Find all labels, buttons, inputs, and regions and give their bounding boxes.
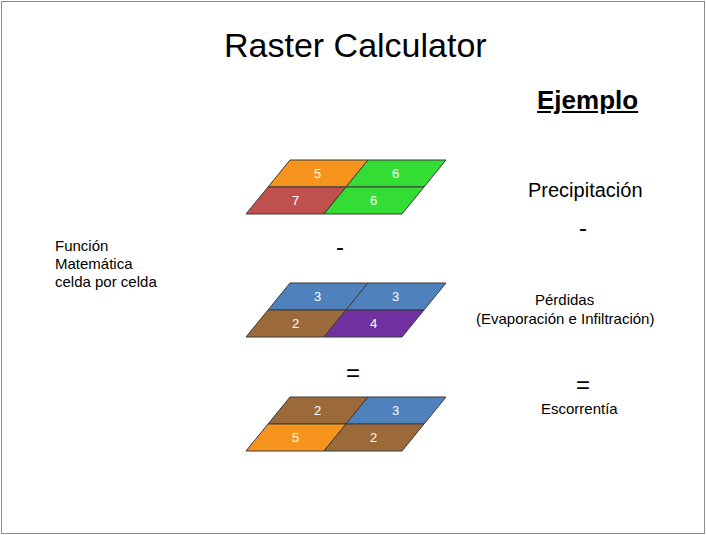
cell-fill bbox=[346, 283, 446, 310]
cell-value: 7 bbox=[292, 194, 299, 207]
cell-value: 6 bbox=[370, 194, 377, 207]
losses-cell: 3 bbox=[346, 283, 446, 310]
slide-title: Raster Calculator bbox=[224, 25, 487, 66]
cell-fill bbox=[324, 310, 424, 337]
cell-value: 2 bbox=[292, 317, 299, 330]
minus-sign: - bbox=[336, 233, 344, 262]
equals-sign: = bbox=[346, 359, 360, 388]
runoff-cell: 2 bbox=[324, 424, 424, 451]
cell-value: 2 bbox=[314, 404, 321, 417]
cell-fill bbox=[346, 160, 446, 187]
equals-sign: = bbox=[576, 371, 590, 400]
precipitation-label: Precipitación bbox=[528, 178, 643, 202]
cell-fill bbox=[324, 187, 424, 214]
losses-detail: (Evaporación e Infiltración) bbox=[476, 310, 654, 328]
example-heading: Ejemplo bbox=[537, 85, 638, 116]
minus-sign: - bbox=[579, 214, 587, 243]
cell-value: 4 bbox=[370, 317, 377, 330]
cell-value: 3 bbox=[392, 404, 399, 417]
runoff-cell: 3 bbox=[346, 397, 446, 424]
losses-label: Pérdidas bbox=[535, 291, 594, 309]
cell-value: 5 bbox=[314, 167, 321, 180]
precipitation-cell: 6 bbox=[324, 187, 424, 214]
cell-value: 3 bbox=[392, 290, 399, 303]
losses-cell: 4 bbox=[324, 310, 424, 337]
function-note: Función Matemática celda por celda bbox=[55, 237, 167, 291]
cell-value: 2 bbox=[370, 431, 377, 444]
runoff-label: Escorrentía bbox=[541, 400, 618, 418]
cell-value: 3 bbox=[314, 290, 321, 303]
cell-value: 6 bbox=[392, 167, 399, 180]
precipitation-cell: 6 bbox=[346, 160, 446, 187]
cell-fill bbox=[324, 424, 424, 451]
cell-fill bbox=[346, 397, 446, 424]
cell-value: 5 bbox=[292, 431, 299, 444]
